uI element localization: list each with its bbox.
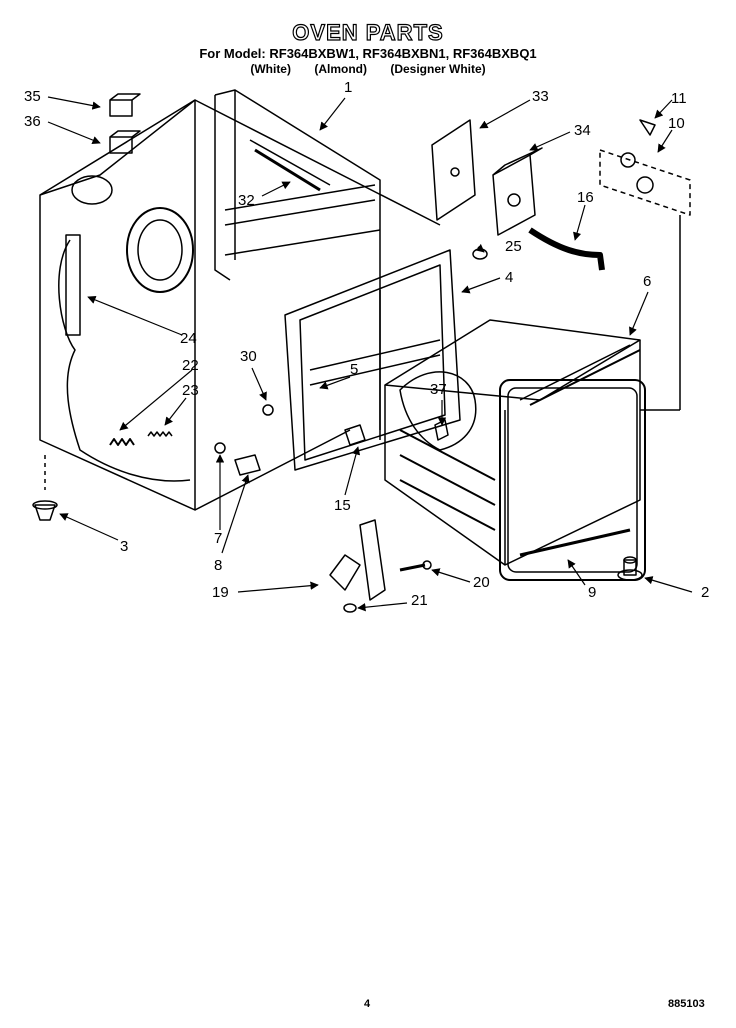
foot-2 <box>617 556 643 581</box>
part-30 <box>262 404 274 416</box>
callout-2: 2 <box>701 584 710 601</box>
callout-21: 21 <box>411 592 428 609</box>
clip-35 <box>109 93 141 117</box>
callout-20: 20 <box>473 574 490 591</box>
callout-23: 23 <box>182 382 199 399</box>
leveling-leg-3 <box>32 455 58 521</box>
clip-8 <box>234 454 261 476</box>
page-number: 4 <box>364 998 371 1010</box>
callout-11: 11 <box>671 90 687 107</box>
callout-34: 34 <box>574 122 591 139</box>
bracket-15 <box>344 424 366 446</box>
page-title: OVEN PARTS <box>292 19 444 45</box>
callout-19: 19 <box>212 584 229 601</box>
front-frame <box>284 249 461 471</box>
grommet-25 <box>472 248 488 260</box>
bracket-19 <box>329 519 386 601</box>
callout-36: 36 <box>24 113 41 130</box>
callout-6: 6 <box>643 273 652 290</box>
callout-9: 9 <box>588 584 597 601</box>
callout-35: 35 <box>24 88 41 105</box>
callout-22: 22 <box>182 357 199 374</box>
callout-33: 33 <box>532 88 549 105</box>
leader-lines <box>47 96 693 612</box>
variant-almond: (Almond) <box>314 62 367 76</box>
callout-32: 32 <box>238 192 255 209</box>
screw-20 <box>399 560 432 572</box>
springs <box>109 431 173 446</box>
variant-designer-white: (Designer White) <box>390 62 486 76</box>
callout-1: 1 <box>344 79 353 96</box>
callout-15: 15 <box>334 497 351 514</box>
callout-3: 3 <box>120 538 129 555</box>
document-code: 885103 <box>668 998 705 1010</box>
light-socket-assembly <box>599 119 691 411</box>
callout-10: 10 <box>668 115 685 132</box>
tube-16 <box>528 227 605 271</box>
bracket-34 <box>492 147 543 236</box>
oven-cavity-rack <box>384 319 646 581</box>
callout-30: 30 <box>240 348 257 365</box>
callout-8: 8 <box>214 557 223 574</box>
callout-7: 7 <box>214 530 223 547</box>
callout-5: 5 <box>350 361 359 378</box>
callout-4: 4 <box>505 269 514 286</box>
bracket-33 <box>431 119 476 221</box>
variant-white: (White) <box>250 62 291 76</box>
callout-16: 16 <box>577 189 594 206</box>
callout-24: 24 <box>180 330 197 347</box>
color-variants: (White) (Almond) (Designer White) <box>0 62 736 76</box>
oven-frame <box>214 89 381 430</box>
clip-36 <box>109 130 141 154</box>
oven-body-side-panel <box>39 99 441 511</box>
nut-7 <box>214 442 226 454</box>
callout-37: 37 <box>430 381 447 398</box>
callout-25: 25 <box>505 238 522 255</box>
model-numbers: For Model: RF364BXBW1, RF364BXBN1, RF364… <box>199 46 537 61</box>
washer-21 <box>343 603 357 613</box>
